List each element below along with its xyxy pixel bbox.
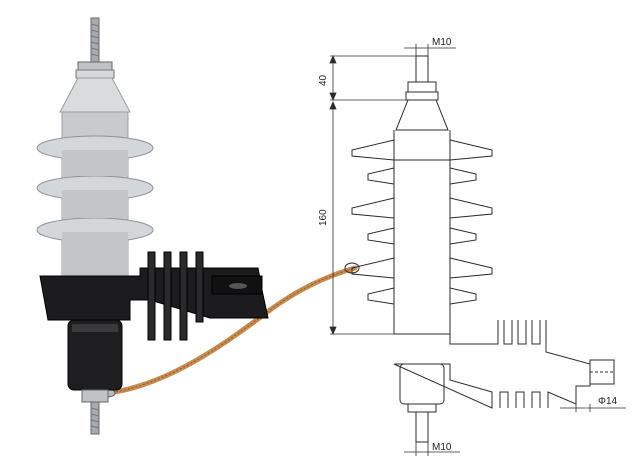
dimensions bbox=[329, 44, 626, 456]
body-height-label: 160 bbox=[318, 209, 329, 226]
bottom-thread-label: M10 bbox=[432, 442, 452, 453]
drawing-bottom-stud bbox=[415, 411, 429, 443]
drawing-top-stud bbox=[415, 55, 429, 83]
drawing-sheds bbox=[351, 139, 493, 305]
hole-diameter-label: Φ14 bbox=[598, 396, 618, 407]
stud-height-label: 40 bbox=[318, 74, 329, 86]
insulator-cap bbox=[59, 77, 131, 113]
arrester-photo bbox=[36, 17, 358, 435]
technical-drawing bbox=[344, 55, 615, 443]
drawing-bracket bbox=[393, 320, 591, 409]
bottom-stud bbox=[90, 401, 100, 435]
top-thread-label: M10 bbox=[432, 37, 452, 48]
